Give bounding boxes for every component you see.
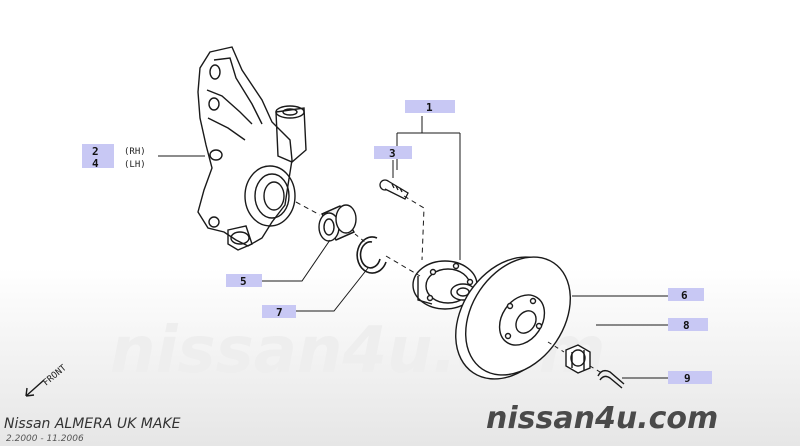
model-title: Nissan ALMERA UK MAKE: [4, 416, 181, 432]
front-arrow-icon: [25, 379, 45, 397]
callout-2-number: 2: [92, 145, 99, 158]
callout-4-number: 4: [92, 157, 99, 170]
callout-2-side: (RH): [124, 147, 146, 157]
steering-knuckle: [197, 46, 307, 251]
snap-ring: [356, 236, 387, 274]
callout-3[interactable]: 3: [374, 146, 412, 160]
callout-7[interactable]: 7: [262, 305, 296, 319]
callout-9-number: 9: [684, 372, 691, 385]
callout-7-number: 7: [276, 306, 283, 319]
model-dates: 2.2000 - 11.2006: [6, 434, 84, 444]
callout-5-number: 5: [240, 275, 247, 288]
callout-2[interactable]: 2 (RH): [82, 144, 146, 168]
hub-bolt: [379, 179, 409, 200]
hub-nut: [565, 344, 591, 374]
callout-9[interactable]: 9: [668, 371, 712, 385]
wheel-hub: [412, 260, 478, 310]
callout-8-number: 8: [683, 319, 690, 332]
callout-5[interactable]: 5: [226, 274, 262, 288]
callout-6[interactable]: 6: [668, 288, 704, 302]
callout-1-number: 1: [426, 101, 433, 114]
callout-8[interactable]: 8: [668, 318, 708, 332]
cotter-pin: [597, 369, 625, 389]
callout-3-number: 3: [389, 147, 396, 160]
brand-logo-text: nissan4u.com: [486, 401, 718, 436]
callout-4-side: (LH): [124, 160, 146, 170]
callout-4[interactable]: 4 (LH): [92, 157, 146, 170]
callout-1[interactable]: 1: [405, 100, 455, 114]
brake-disc: [455, 256, 571, 380]
callout-6-number: 6: [681, 289, 688, 302]
leader-lines: [158, 116, 668, 379]
